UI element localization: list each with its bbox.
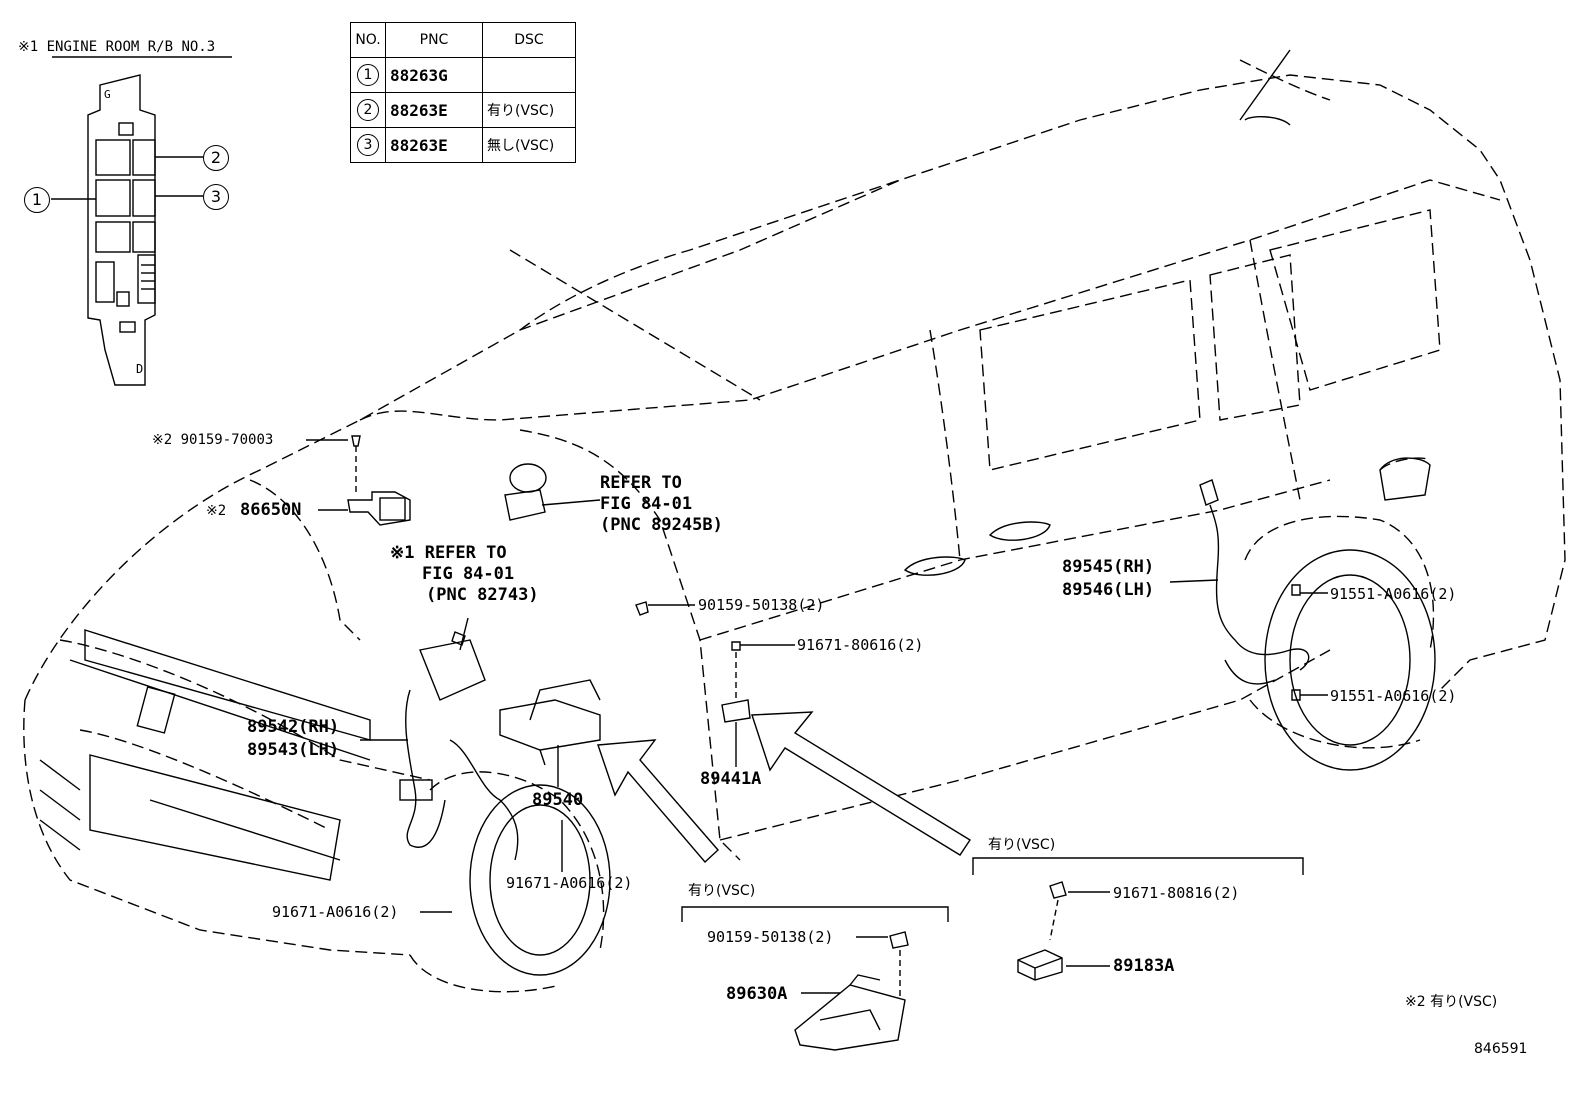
label-bolt-91671-a0616-a: 91671-A0616(2) [506,874,633,892]
bolt-80816 [1049,881,1067,899]
header-dsc: DSC [482,22,576,58]
relay-mark-g: G [104,88,111,101]
label-refer1-line1: REFER TO [600,473,682,493]
figure-number: 846591 [1474,1041,1528,1057]
callout-circle-3: 3 [203,184,229,210]
fuel-door [1379,457,1431,501]
label-89540: 89540 [532,790,584,810]
sensor-86650N [347,491,411,526]
airbag-sensor-ref [504,463,547,521]
label-rear-sensor-rh: 89545(RH) [1062,557,1155,577]
label-front-sensor-lh: 89543(LH) [247,740,340,760]
vsc-group1-title: 有り(VSC) [688,883,756,899]
label-refer1-line3: (PNC 89245B) [600,515,723,535]
car-silhouette [23,59,1566,993]
label-refer1-line2: FIG 84-01 [600,494,693,514]
table-header-row: NO. PNC DSC [350,22,576,58]
callout-circle-1: 1 [24,187,50,213]
front-wheel [469,784,611,976]
row-pnc: 88263G [385,57,483,93]
row-no: 2 [357,99,379,121]
vsc-group2-bracket [972,857,1304,875]
row-dsc [482,57,576,93]
door-handle-front [903,556,966,576]
rear-speed-sensor [1199,479,1310,701]
bolt-50138-inset [889,931,909,949]
header-no: NO. [350,22,386,58]
label-bolt-80616: 91671-80616(2) [797,636,924,654]
label-86650n-mark: ※2 [206,503,227,519]
antenna [1239,49,1291,126]
table-row: 1 88263G [350,57,576,93]
label-rear-sensor-lh: 89546(LH) [1062,580,1155,600]
sensor-89183A [1017,949,1063,981]
label-bolt-50138-top: 90159-50138(2) [698,596,825,614]
front-speed-sensor [399,631,519,861]
sensor-89441A [721,641,751,723]
label-bolt-91671-a0616-b: 91671-A0616(2) [272,903,399,921]
row-pnc: 88263E [385,92,483,128]
relay-block-outline [51,74,203,386]
row-dsc: 無し(VSC) [482,127,576,163]
row-no: 3 [357,134,379,156]
table-row: 2 88263E 有り(VSC) [350,92,576,128]
bracket-89540 [499,679,601,766]
row-no: 1 [357,64,379,86]
table-row: 3 88263E 無し(VSC) [350,127,576,163]
vsc-group1-bracket [681,906,949,922]
relay-mark-d: D [136,362,144,376]
pnc-table: NO. PNC DSC 1 88263G 2 88263E 有り(VSC) 3 … [350,22,576,163]
label-refer2-line1: ※1 REFER TO [390,543,507,563]
door-handle-rear [988,521,1051,541]
row-dsc: 有り(VSC) [482,92,576,128]
label-bolt-91551-b: 91551-A0616(2) [1330,687,1457,705]
bolt-70003 [351,435,361,447]
label-bolt-50138-inset: 90159-50138(2) [707,928,834,946]
label-86650n: 86650N [240,500,302,520]
label-refer2-line3: (PNC 82743) [426,585,539,605]
indicator-arrows [597,711,971,864]
rear-wheel [1264,549,1436,771]
callout-circle-2: 2 [203,145,229,171]
label-bolt-70003: ※2 90159-70003 [152,432,274,448]
callout-lines [306,439,1328,913]
label-bolt-91551-a: 91551-A0616(2) [1330,585,1457,603]
footnote: ※2 有り(VSC) [1405,994,1498,1010]
grille [39,629,371,881]
vsc-group2-title: 有り(VSC) [988,837,1056,853]
label-front-sensor-rh: 89542(RH) [247,717,340,737]
bolt-50138-top [635,601,649,616]
relay-block-title: ※1 ENGINE ROOM R/B NO.3 [18,39,216,55]
label-89441a: 89441A [700,769,762,789]
row-pnc: 88263E [385,127,483,163]
label-refer2-line2: FIG 84-01 [422,564,515,584]
label-89183a: 89183A [1113,956,1175,976]
bracket-89630A [794,974,906,1051]
label-bolt-80816: 91671-80816(2) [1113,884,1240,902]
header-pnc: PNC [385,22,483,58]
label-89630a: 89630A [726,984,788,1004]
